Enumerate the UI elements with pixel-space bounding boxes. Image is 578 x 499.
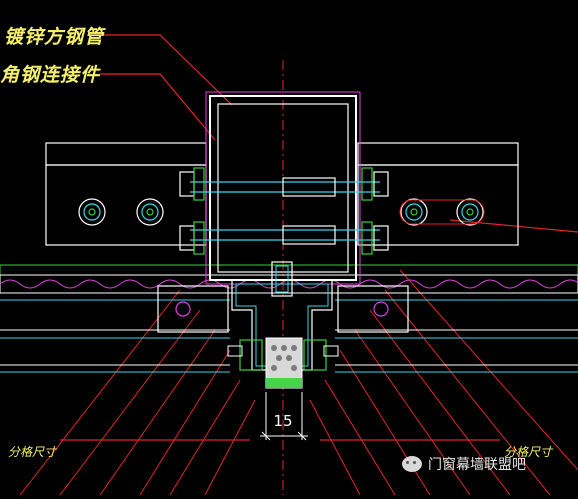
label-leaders	[60, 34, 578, 441]
sealant-joint	[265, 337, 303, 389]
label-angle-steel-connector: 角钢连接件	[0, 64, 101, 86]
green-washers	[193, 167, 373, 255]
hatch-lines	[19, 269, 578, 496]
watermark-text: 门窗幕墙联盟吧	[428, 457, 526, 473]
watermark: 门窗幕墙联盟吧	[402, 452, 526, 476]
bolt-heads	[179, 171, 389, 251]
through-bolts	[190, 177, 380, 245]
face-bolts	[78, 198, 485, 226]
label-grid-size-left: 分格尺寸	[8, 445, 57, 459]
dimension-15	[260, 392, 308, 441]
aluminum-profile	[157, 261, 409, 371]
wechat-icon	[402, 456, 422, 472]
label-galvanized-steel-tube: 镀锌方钢管	[4, 26, 105, 48]
dimension-label: 15	[273, 412, 293, 430]
glass-layers	[0, 264, 578, 373]
label-grid-size-right: 分格尺寸	[504, 445, 553, 459]
